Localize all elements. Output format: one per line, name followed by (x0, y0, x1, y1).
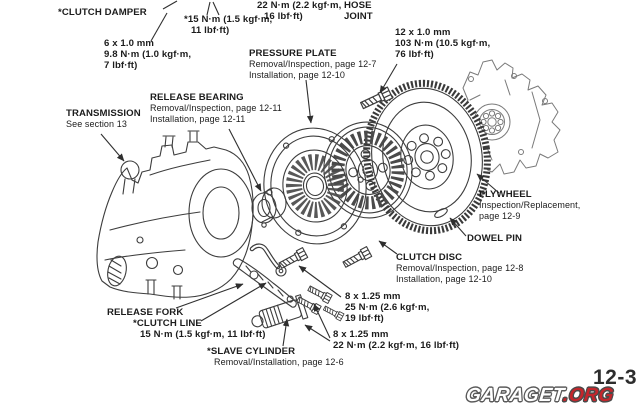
label-flywheel: FLYWHEEL Inspection/Replacement, page 12… (479, 189, 581, 222)
leader-lines (100, 0, 500, 347)
page-number: 12-3 (593, 366, 638, 389)
release-fork-drawing (232, 258, 297, 308)
label-hose-joint: HOSE JOINT (344, 0, 373, 23)
release-bearing-drawing (251, 187, 287, 228)
watermark-suffix: .ORG (562, 385, 615, 406)
label-dowel-pin: DOWEL PIN (467, 233, 523, 244)
pressure-plate-drawing (263, 127, 367, 245)
bolt-22nm-b-drawing (306, 283, 333, 304)
label-transmission: TRANSMISSION See section 13 (66, 108, 141, 130)
label-bolt-12x10: 12 x 1.0 mm 103 N·m (10.5 kgf·m, 76 lbf·… (395, 27, 491, 61)
label-clutch-damper: *CLUTCH DAMPER (58, 7, 147, 18)
bolt-25nm-drawing (277, 247, 309, 272)
label-bolt-8x125-22: 8 x 1.25 mm 22 N·m (2.2 kgf·m, 16 lbf·ft… (333, 329, 460, 352)
label-pressure-plate: PRESSURE PLATE Removal/Inspection, page … (249, 48, 377, 81)
transmission-drawing (96, 130, 254, 300)
label-clutch-disc: CLUTCH DISC Removal/Inspection, page 12-… (396, 252, 524, 285)
label-bolt-22nm-top: 22 N·m (2.2 kgf·m, 16 lbf·ft) (257, 0, 342, 23)
label-clutch-line: *CLUTCH LINE 15 N·m (1.5 kgf·m, 11 lbf·f… (133, 318, 266, 341)
garaget-watermark: GARAGET.ORG (465, 385, 615, 407)
label-bolt-8x125-25: 8 x 1.25 mm 25 N·m (2.6 kgf·m, 19 lbf·ft… (345, 291, 430, 325)
label-release-fork: RELEASE FORK (107, 307, 184, 318)
bolt-upper-right-drawing (341, 246, 373, 271)
dowel-pin-drawing (434, 207, 448, 219)
label-slave-cylinder: *SLAVE CYLINDER Removal/Installation, pa… (207, 346, 344, 368)
clutch-line-drawing (249, 243, 287, 277)
bolt-small-drawing (322, 304, 345, 322)
label-release-bearing: RELEASE BEARING Removal/Inspection, page… (150, 92, 282, 125)
watermark-main: GARAGET (464, 385, 565, 406)
label-bolt-6x10: 6 x 1.0 mm 9.8 N·m (1.0 kgf·m, 7 lbf·ft) (104, 38, 192, 72)
label-bolt-15nm: *15 N·m (1.5 kgf·m, 11 lbf·ft) (184, 14, 273, 37)
